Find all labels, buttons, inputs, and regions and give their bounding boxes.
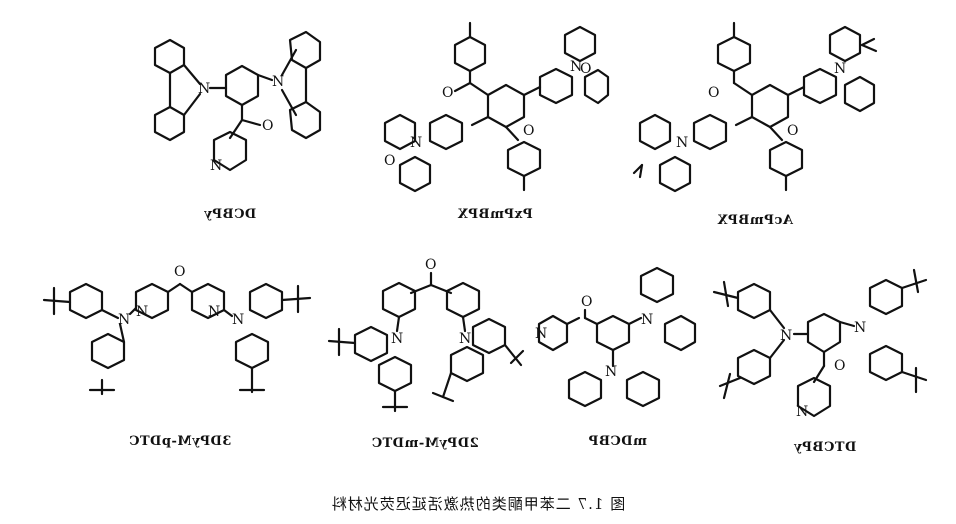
- molecule-mdcbp: N O N N mDCBP: [535, 262, 700, 462]
- molecule-label: 3DPyM-pDTC: [128, 434, 232, 449]
- molecule-dcbpy: N N O N DCBPy: [130, 20, 330, 230]
- svg-text:O: O: [384, 153, 395, 169]
- svg-text:O: O: [708, 85, 719, 101]
- structure-dtcbpy: N N O N: [712, 268, 928, 420]
- svg-text:N: N: [391, 331, 403, 347]
- molecule-label: DCBPy: [203, 207, 257, 222]
- svg-text:N: N: [676, 135, 688, 151]
- molecule-label: PxPmBPX: [457, 207, 533, 222]
- molecule-label: DTCBPy: [793, 440, 857, 455]
- svg-text:N: N: [854, 320, 866, 336]
- svg-text:N: N: [605, 364, 617, 380]
- structure-2dpym-mdtc: O N N: [327, 257, 525, 413]
- svg-text:O: O: [262, 118, 273, 134]
- svg-text:O: O: [834, 358, 845, 374]
- svg-text:O: O: [442, 85, 453, 101]
- molecule-2dpym-mdtc: O N N 2DPyM-mDTC: [325, 255, 525, 460]
- structure-3dpym-pdtc: N N O N N: [42, 264, 312, 396]
- svg-text:N: N: [570, 59, 582, 75]
- svg-text:N: N: [210, 158, 222, 174]
- structure-pxpmbpx: O N O N O O: [383, 21, 610, 193]
- svg-text:O: O: [523, 123, 534, 139]
- svg-text:N: N: [796, 404, 808, 420]
- svg-text:N: N: [780, 328, 792, 344]
- svg-text:O: O: [425, 257, 436, 273]
- molecule-label: 2DPyM-mDTC: [371, 436, 479, 451]
- svg-text:N: N: [535, 326, 547, 342]
- svg-text:N: N: [641, 312, 653, 328]
- svg-text:O: O: [174, 264, 185, 280]
- svg-text:N: N: [232, 312, 244, 328]
- svg-text:O: O: [787, 123, 798, 139]
- molecule-3dpym-pdtc: N N O N N 3DPyM-pDTC: [40, 262, 320, 462]
- svg-text:O: O: [581, 294, 592, 310]
- svg-text:O: O: [580, 61, 591, 77]
- svg-text:N: N: [118, 312, 130, 328]
- molecule-label: mDCBP: [588, 434, 647, 449]
- molecule-label: AcPmBPX: [717, 213, 793, 228]
- figure-caption: 图 1.7 二苯甲酮类的热激活延迟荧光材料: [330, 495, 626, 513]
- svg-text:N: N: [459, 331, 471, 347]
- molecule-dtcbpy: N N O N DTCBPy: [710, 262, 940, 472]
- structure-dcbpy: N N O N: [153, 30, 322, 174]
- svg-text:N: N: [410, 135, 422, 151]
- structure-mdcbp: N O N N: [535, 266, 697, 408]
- structure-acpmbpx: O N N O: [632, 21, 878, 193]
- svg-text:N: N: [198, 81, 210, 97]
- molecule-pxpmbpx: O N O N O O PxPmBPX: [380, 15, 610, 230]
- svg-text:N: N: [136, 304, 148, 320]
- molecule-acpmbpx: O N N O AcPmBPX: [630, 15, 880, 235]
- svg-text:N: N: [834, 61, 846, 77]
- svg-text:N: N: [208, 304, 220, 320]
- svg-text:N: N: [272, 74, 284, 90]
